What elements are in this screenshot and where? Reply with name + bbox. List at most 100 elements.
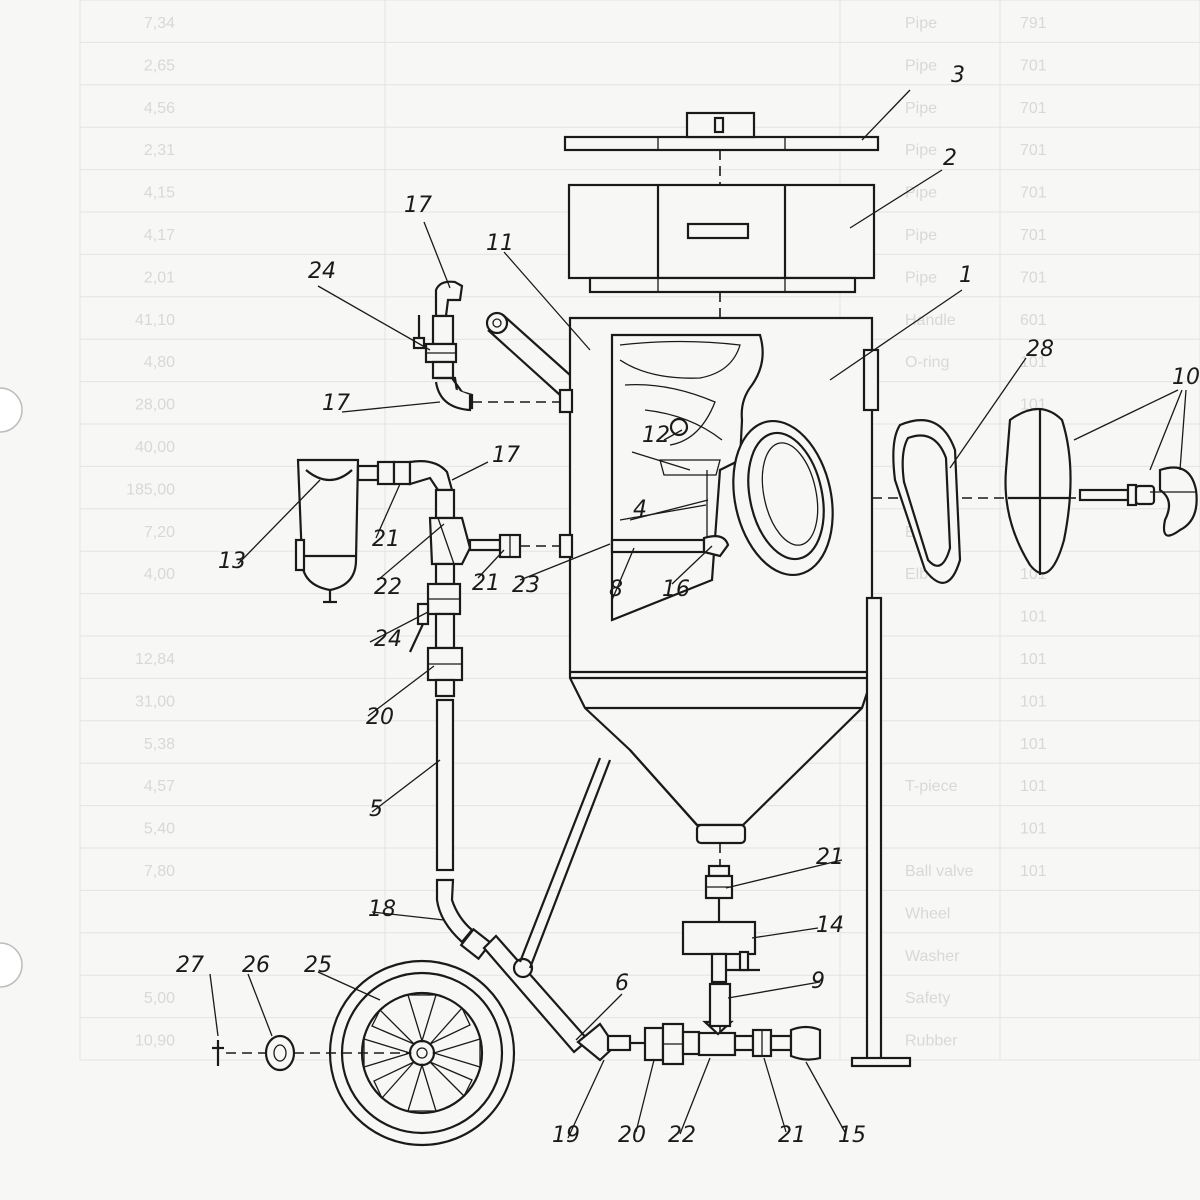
table-name: Pipe: [905, 57, 937, 74]
callout-12: 12: [642, 423, 670, 448]
callout-13: 13: [218, 549, 246, 574]
table-name: Ball valve: [905, 863, 974, 880]
callout-24: 24: [374, 627, 402, 652]
air-tee-part-22: [428, 488, 522, 566]
callout-2: 2: [943, 146, 957, 171]
table-code: 101: [1020, 609, 1047, 626]
table-code: 601: [1020, 312, 1047, 329]
table-code: 101: [1020, 651, 1047, 668]
callout-24: 24: [308, 259, 336, 284]
table-price: 28,00: [135, 397, 175, 414]
door-porthole: [732, 419, 834, 577]
filter-box-part-2: [567, 183, 876, 294]
table-name: Rubber: [905, 1033, 958, 1050]
table-code: 101: [1020, 778, 1047, 795]
table-name: Pipe: [905, 185, 937, 202]
table-name: T-piece: [905, 778, 958, 795]
table-code: 701: [1020, 142, 1047, 159]
table-price: 41,10: [135, 312, 175, 329]
table-price: 4,57: [144, 778, 175, 795]
table-name: Handle: [905, 312, 956, 329]
table-price: 5,40: [144, 821, 175, 838]
callout-3: 3: [951, 63, 965, 88]
table-price: 4,17: [144, 227, 175, 244]
table-name: Pipe: [905, 142, 937, 159]
callout-20: 20: [618, 1123, 646, 1148]
water-separator-part-13: [294, 458, 454, 604]
table-price: 7,34: [144, 15, 175, 32]
table-price: 10,90: [135, 1033, 175, 1050]
table-name: Pipe: [905, 227, 937, 244]
table-name: O-ring: [905, 354, 949, 371]
callout-9: 9: [811, 969, 825, 994]
handle-arm-part-11: [485, 311, 571, 396]
blast-hose-assembly: [435, 757, 617, 1062]
table-code: 701: [1020, 185, 1047, 202]
callout-6: 6: [615, 971, 629, 996]
callout-27: 27: [176, 953, 204, 978]
callout-22: 22: [374, 575, 402, 600]
callout-15: 15: [838, 1123, 866, 1148]
callout-17: 17: [404, 193, 432, 218]
callout-19: 19: [552, 1123, 580, 1148]
table-name: Pipe: [905, 100, 937, 117]
callout-14: 14: [816, 913, 844, 938]
air-hose-part-5: [435, 698, 455, 872]
callout-16: 16: [662, 577, 690, 602]
table-price: 40,00: [135, 439, 175, 456]
table-price: 2,65: [144, 57, 175, 74]
support-leg: [850, 596, 912, 1068]
table-price: 7,80: [144, 863, 175, 880]
table-price: 12,84: [135, 651, 175, 668]
table-name: Pipe: [905, 15, 937, 32]
table-code: 101: [1020, 863, 1047, 880]
seal-ring-part-28: [892, 419, 962, 584]
callout-21: 21: [778, 1123, 806, 1148]
callout-25: 25: [304, 953, 332, 978]
callout-21: 21: [472, 571, 500, 596]
callout-17: 17: [322, 391, 350, 416]
table-price: 4,80: [144, 354, 175, 371]
door-cover-part-10: [1004, 407, 1198, 575]
table-price: 2,01: [144, 269, 175, 286]
callout-21: 21: [372, 527, 400, 552]
callout-18: 18: [368, 897, 396, 922]
table-code: 101: [1020, 821, 1047, 838]
bottom-valve-line: [606, 1020, 822, 1066]
callout-4: 4: [633, 497, 647, 522]
callout-5: 5: [369, 797, 383, 822]
table-code: 791: [1020, 15, 1047, 32]
table-name: Washer: [905, 948, 960, 965]
table-name: Pipe: [905, 269, 937, 286]
callout-leader-lines: [209, 89, 1187, 1139]
table-price: 5,38: [144, 736, 175, 753]
metering-assembly: [681, 843, 760, 1032]
table-price: 7,20: [144, 524, 175, 541]
callout-26: 26: [242, 953, 270, 978]
callout-28: 28: [1026, 337, 1054, 362]
callout-21: 21: [816, 845, 844, 870]
callout-1: 1: [959, 263, 973, 288]
callout-8: 8: [609, 577, 623, 602]
table-code: 701: [1020, 57, 1047, 74]
table-price: 185,00: [126, 481, 175, 498]
lower-ball-valve-part-24: [409, 562, 464, 698]
lid-part-3: [563, 111, 880, 152]
table-code: 701: [1020, 269, 1047, 286]
callout-20: 20: [366, 705, 394, 730]
callout-22: 22: [668, 1123, 696, 1148]
callout-17: 17: [492, 443, 520, 468]
table-code: 701: [1020, 227, 1047, 244]
wheel-part-25: [328, 959, 516, 1147]
punch-hole: [0, 942, 23, 988]
table-code: 101: [1020, 693, 1047, 710]
callout-23: 23: [512, 573, 540, 598]
table-code: 101: [1020, 354, 1047, 371]
table-price: 5,00: [144, 990, 175, 1007]
table-code: 701: [1020, 100, 1047, 117]
split-pin-part-27: [212, 1040, 224, 1066]
washer-part-26: [264, 1034, 296, 1072]
table-name: Wheel: [905, 905, 950, 922]
